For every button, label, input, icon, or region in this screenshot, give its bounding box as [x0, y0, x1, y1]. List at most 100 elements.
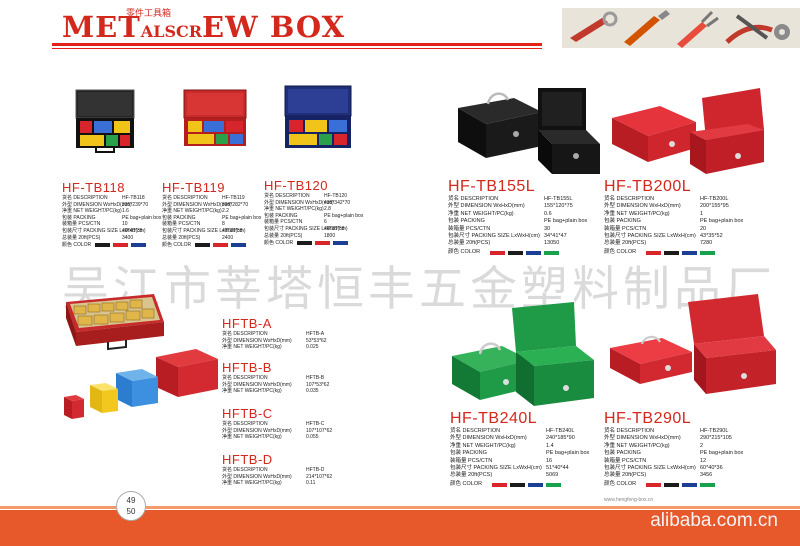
spec-value: 41*39*58 — [222, 227, 243, 234]
spec-label: 净重 NET WEIGHT/PC(kg) — [448, 210, 514, 217]
color-swatch — [297, 241, 313, 246]
spec-row: 外型 DIMENSION WxHxD(mm)290*215*105 — [604, 435, 743, 442]
tools-banner-image — [562, 8, 800, 48]
spec-value: PE bag+plain box — [700, 450, 744, 457]
color-swatch — [492, 482, 507, 487]
spec-label: 包装尺寸 PACKING SIZE LxWxH(cm) — [264, 225, 348, 232]
color-swatch — [95, 243, 111, 248]
spec-value: HFTB-A — [306, 331, 325, 337]
color-swatches — [492, 482, 561, 487]
color-row: 颜色 COLOR — [604, 481, 743, 488]
spec-label: 总装量 20ft(PCS) — [604, 240, 647, 247]
spec-value: HFTB-D — [306, 467, 325, 473]
spec-value: 107*107*62 — [306, 427, 333, 434]
color-swatch — [700, 482, 715, 487]
title-part-1: MET — [62, 10, 141, 44]
color-swatches — [297, 241, 349, 246]
spec-row: 净重 NET WEIGHT/PC(kg)2.2 — [162, 208, 261, 215]
spec-label: 外型 DIMENSION WxHxD(mm) — [604, 435, 681, 442]
spec-label: 净重 NET WEIGHT/PC(kg) — [604, 442, 670, 449]
spec-row: 外型 DIMENSION WxHxD(mm)335*239*70 — [62, 202, 161, 209]
spec-label: 外型 DIMENSION WxHxD(mm) — [62, 201, 132, 208]
spec-value: 40*40*35 — [122, 227, 143, 234]
color-swatches — [490, 250, 559, 255]
spec-label: 货名 DESCRIPTION — [222, 467, 268, 473]
model-name: HFTB-A — [222, 316, 272, 331]
spec-label: 外型 DIMENSION WxHxD(mm) — [604, 203, 681, 210]
spec-value: 30 — [544, 225, 551, 232]
spec-label: 装箱量 PCS/CTN — [162, 221, 201, 228]
spec-label: 外型 DIMENSION WxHxD(mm) — [222, 473, 292, 480]
spec-label: 装箱量 PCS/CTN — [604, 225, 647, 232]
hf-tb119-image — [183, 89, 247, 146]
spec-label: 净重 NET WEIGHT/PC(kg) — [450, 442, 516, 449]
spec-label: 总装量 20ft(PCS) — [62, 234, 101, 241]
spec-label: 净重 NET WEIGHT/PC(kg) — [264, 206, 324, 213]
hf-tb118-image — [75, 89, 135, 153]
spec-row: 外型 DIMENSION WxHxD(mm)438*342*70 — [264, 200, 363, 207]
spec-label: 外型 DIMENSION WxHxD(mm) — [222, 337, 292, 344]
color-swatch — [546, 482, 561, 487]
spec-label: 包装尺寸 PACKING SIZE LxWxH(cm) — [448, 233, 540, 240]
spec-value: 46*36*58 — [324, 225, 345, 232]
spec-row: 外型 DIMENSION WxHxD(mm)107*107*62 — [222, 428, 332, 435]
spec-label: 货名 DESCRIPTION — [222, 421, 268, 427]
model-name: HFTB-C — [222, 406, 273, 421]
spec-value: 2.8 — [324, 206, 331, 213]
spec-value: 6 — [324, 219, 327, 226]
spec-value: 1800 — [324, 232, 336, 239]
color-swatch — [526, 250, 541, 255]
spec-value: HF-TB240L — [546, 428, 575, 434]
spec-value: 8 — [222, 221, 225, 228]
spec-row: 装箱量 PCS/CTN 8 — [162, 221, 261, 228]
spec-row: 总装量 20ft(PCS)3400 — [62, 235, 161, 242]
spec-label: 外型 DIMENSION WxHxD(mm) — [162, 201, 232, 208]
spec-row: 净重 NET WEIGHT/PC(kg)1.6 — [62, 208, 161, 215]
spec-label: 包装 PACKING — [62, 214, 96, 221]
spec-value: 43*35*52 — [700, 233, 723, 240]
page-number-top: 49 — [126, 496, 136, 505]
spec-row: 包装尺寸 PACKING SIZE LxWxH(cm)46*36*58 — [264, 226, 363, 233]
spec-label: 包装尺寸 PACKING SIZE LxWxH(cm) — [604, 465, 696, 472]
spec-value: PE bag+plain box — [700, 218, 744, 225]
spec-label: 装箱量 PCS/CTN — [264, 219, 303, 226]
model-name: HF-TB118 — [62, 180, 125, 195]
small-url: www.hengfeng-box.cn — [604, 497, 654, 503]
color-swatch — [131, 243, 147, 248]
watermark-company-name: 吴江市莘塔恒丰五金塑料制品厂 — [62, 262, 776, 317]
hf-tb120-image — [284, 85, 352, 148]
model-name: HF-TB155L — [448, 178, 536, 195]
spec-value: HF-TB118 — [122, 195, 145, 201]
color-label: 颜色 COLOR — [604, 480, 637, 487]
spec-value: 7280 — [700, 240, 713, 247]
spec-row: 总装量 20ft(PCS)1800 — [264, 233, 363, 240]
color-swatch — [664, 482, 679, 487]
spec-label: 净重 NET WEIGHT/PC(kg) — [222, 344, 282, 351]
spec-value: 2400 — [222, 234, 234, 241]
spec-value: 240*185*90 — [546, 435, 575, 442]
color-swatch — [490, 250, 505, 255]
spec-row: 外型 DIMENSION WxHxD(mm)214*107*62 — [222, 474, 332, 481]
spec-value: 60*40*36 — [700, 465, 723, 472]
color-swatch — [508, 250, 523, 255]
color-swatch — [682, 482, 697, 487]
spec-row: 外型 DIMENSION WxHxD(mm)107*53*62 — [222, 382, 329, 389]
spec-row: 净重 NET WEIGHT/PC(kg)1 — [604, 211, 743, 218]
spec-value: 107*53*62 — [306, 381, 330, 388]
color-swatch — [113, 243, 129, 248]
alibaba-watermark: alibaba.com.cn — [650, 510, 778, 531]
